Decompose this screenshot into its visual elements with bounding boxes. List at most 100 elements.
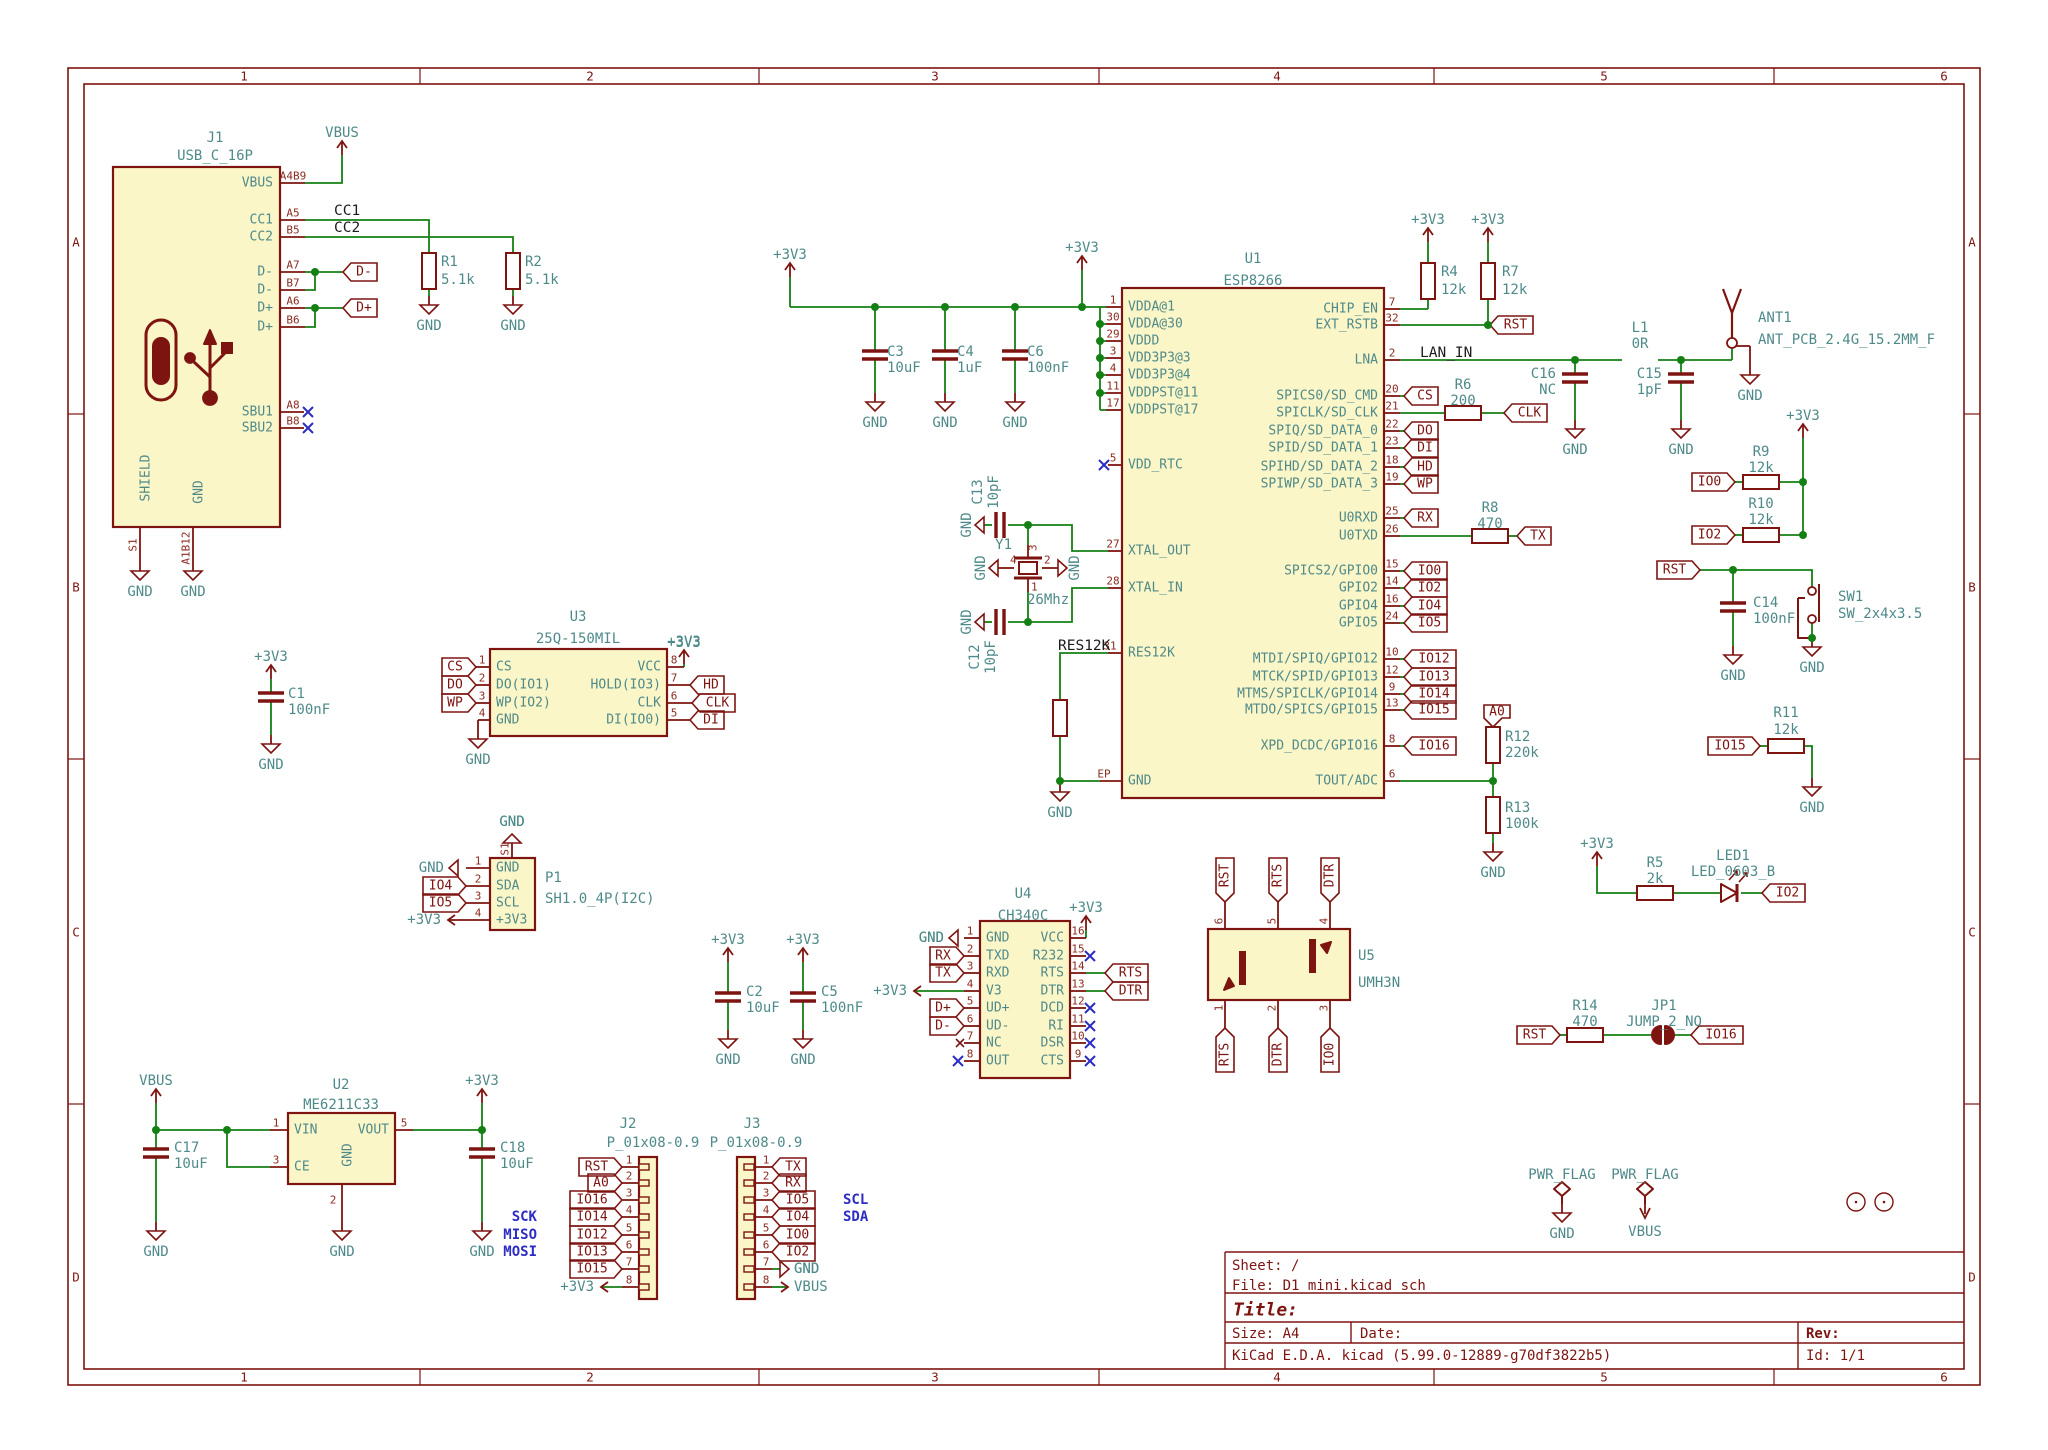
resistor-R3[interactable]	[1052, 699, 1068, 737]
net-flag-RST[interactable]	[1488, 315, 1534, 335]
net-flag-IO2[interactable]	[1760, 883, 1806, 903]
net-flag-TX[interactable]	[1515, 526, 1552, 546]
symbol-graphic[interactable]	[1651, 1025, 1662, 1045]
symbol-graphic[interactable]	[1797, 598, 1810, 639]
net-flag-IO4[interactable]	[770, 1207, 816, 1227]
resistor-R13[interactable]	[1485, 796, 1501, 834]
symbol-graphic[interactable]	[1738, 872, 1748, 883]
resistor-R6[interactable]	[1444, 405, 1482, 421]
component-U4[interactable]	[978, 919, 1072, 1080]
resistor-R1[interactable]	[421, 252, 437, 290]
symbol-graphic[interactable]	[1664, 1025, 1675, 1045]
net-flag-CS[interactable]	[1402, 386, 1439, 406]
net-flag-HD[interactable]	[688, 675, 725, 695]
net-flag-IO15[interactable]	[569, 1259, 624, 1279]
component-J2[interactable]	[637, 1155, 659, 1301]
net-flag-RTS[interactable]	[1103, 963, 1149, 983]
symbol-graphic[interactable]	[1320, 941, 1332, 954]
net-flag-CS[interactable]	[441, 657, 478, 677]
resistor-R10[interactable]	[1742, 527, 1780, 543]
component-U2[interactable]	[286, 1111, 397, 1186]
wire[interactable]	[305, 155, 343, 184]
wire[interactable]	[305, 308, 316, 328]
wire[interactable]	[305, 236, 514, 253]
wire[interactable]	[1596, 866, 1637, 894]
net-flag-IO0[interactable]	[1320, 1026, 1340, 1073]
wire[interactable]	[1804, 745, 1813, 778]
resistor-R14[interactable]	[1566, 1027, 1604, 1043]
symbol-graphic[interactable]	[1728, 870, 1738, 881]
net-flag-IO5[interactable]	[770, 1190, 816, 1210]
resistor-R9[interactable]	[1742, 474, 1780, 490]
net-flag-IO4[interactable]	[422, 876, 468, 896]
component-U3[interactable]	[488, 647, 669, 738]
net-flag-RX[interactable]	[929, 946, 966, 966]
net-flag-IO2[interactable]	[1402, 578, 1448, 598]
net-flag-IO16[interactable]	[569, 1190, 624, 1210]
net-flag-RTS[interactable]	[1215, 1026, 1235, 1073]
net-flag-HD[interactable]	[1402, 457, 1439, 477]
component-J1[interactable]	[111, 165, 282, 529]
symbol-graphic[interactable]	[208, 350, 228, 370]
net-flag-DO[interactable]	[441, 675, 478, 695]
net-flag-D-[interactable]	[341, 262, 378, 282]
net-flag-D+[interactable]	[929, 998, 966, 1018]
resistor-R12[interactable]	[1485, 726, 1501, 764]
resistor-R8[interactable]	[1471, 528, 1509, 544]
component-J3[interactable]	[735, 1155, 757, 1301]
net-flag-DI[interactable]	[1402, 438, 1439, 458]
net-flag-IO14[interactable]	[569, 1207, 624, 1227]
net-flag-IO5[interactable]	[422, 893, 468, 913]
wire[interactable]	[1028, 524, 1108, 552]
symbol-graphic[interactable]	[203, 329, 217, 345]
symbol-graphic[interactable]	[192, 360, 212, 379]
symbol-graphic[interactable]	[1223, 977, 1235, 991]
net-flag-IO4[interactable]	[1402, 596, 1448, 616]
resistor-R11[interactable]	[1767, 738, 1805, 754]
net-flag-IO16[interactable]	[1402, 736, 1457, 756]
resistor-R7[interactable]	[1480, 262, 1496, 300]
net-flag-TX[interactable]	[929, 963, 966, 983]
net-flag-A0[interactable]	[587, 1173, 624, 1193]
net-flag-IO16[interactable]	[1689, 1025, 1744, 1045]
net-flag-IO0[interactable]	[1691, 472, 1737, 492]
net-flag-RST[interactable]	[1215, 857, 1235, 904]
net-flag-RX[interactable]	[1402, 508, 1439, 528]
wire[interactable]	[305, 219, 430, 253]
net-flag-RX[interactable]	[770, 1173, 807, 1193]
wire[interactable]	[226, 1130, 270, 1168]
wire[interactable]	[1700, 569, 1813, 587]
net-flag-DTR[interactable]	[1320, 857, 1340, 904]
net-flag-IO13[interactable]	[569, 1242, 624, 1262]
symbol-graphic[interactable]	[1720, 883, 1738, 903]
net-flag-IO12[interactable]	[1402, 649, 1457, 669]
net-flag-DTR[interactable]	[1268, 1026, 1288, 1073]
net-flag-DI[interactable]	[688, 710, 725, 730]
net-flag-RST[interactable]	[1516, 1025, 1562, 1045]
resistor-R2[interactable]	[505, 252, 521, 290]
net-flag-IO2[interactable]	[1691, 525, 1737, 545]
net-flag-IO0[interactable]	[770, 1225, 816, 1245]
net-flag-WP[interactable]	[441, 693, 478, 713]
wire[interactable]	[1028, 587, 1108, 623]
net-flag-IO5[interactable]	[1402, 613, 1448, 633]
resistor-R5[interactable]	[1636, 885, 1674, 901]
net-flag-DO[interactable]	[1402, 421, 1439, 441]
net-flag-IO13[interactable]	[1402, 667, 1457, 687]
net-flag-DTR[interactable]	[1103, 981, 1149, 1001]
net-flag-RTS[interactable]	[1268, 857, 1288, 904]
component-P1[interactable]	[488, 856, 537, 932]
symbol-graphic[interactable]	[1636, 1181, 1654, 1204]
net-flag-IO0[interactable]	[1402, 561, 1448, 581]
wire[interactable]	[305, 272, 316, 291]
net-flag-IO2[interactable]	[770, 1242, 816, 1262]
net-flag-CLK[interactable]	[1502, 403, 1548, 423]
wire[interactable]	[1059, 652, 1108, 700]
net-flag-IO15[interactable]	[1402, 700, 1457, 720]
net-flag-IO12[interactable]	[569, 1225, 624, 1245]
net-flag-D-[interactable]	[929, 1016, 966, 1036]
symbol-graphic[interactable]	[1553, 1181, 1571, 1204]
net-flag-A0[interactable]	[1483, 704, 1511, 729]
net-flag-RST[interactable]	[1656, 560, 1702, 580]
net-flag-IO15[interactable]	[1707, 736, 1762, 756]
